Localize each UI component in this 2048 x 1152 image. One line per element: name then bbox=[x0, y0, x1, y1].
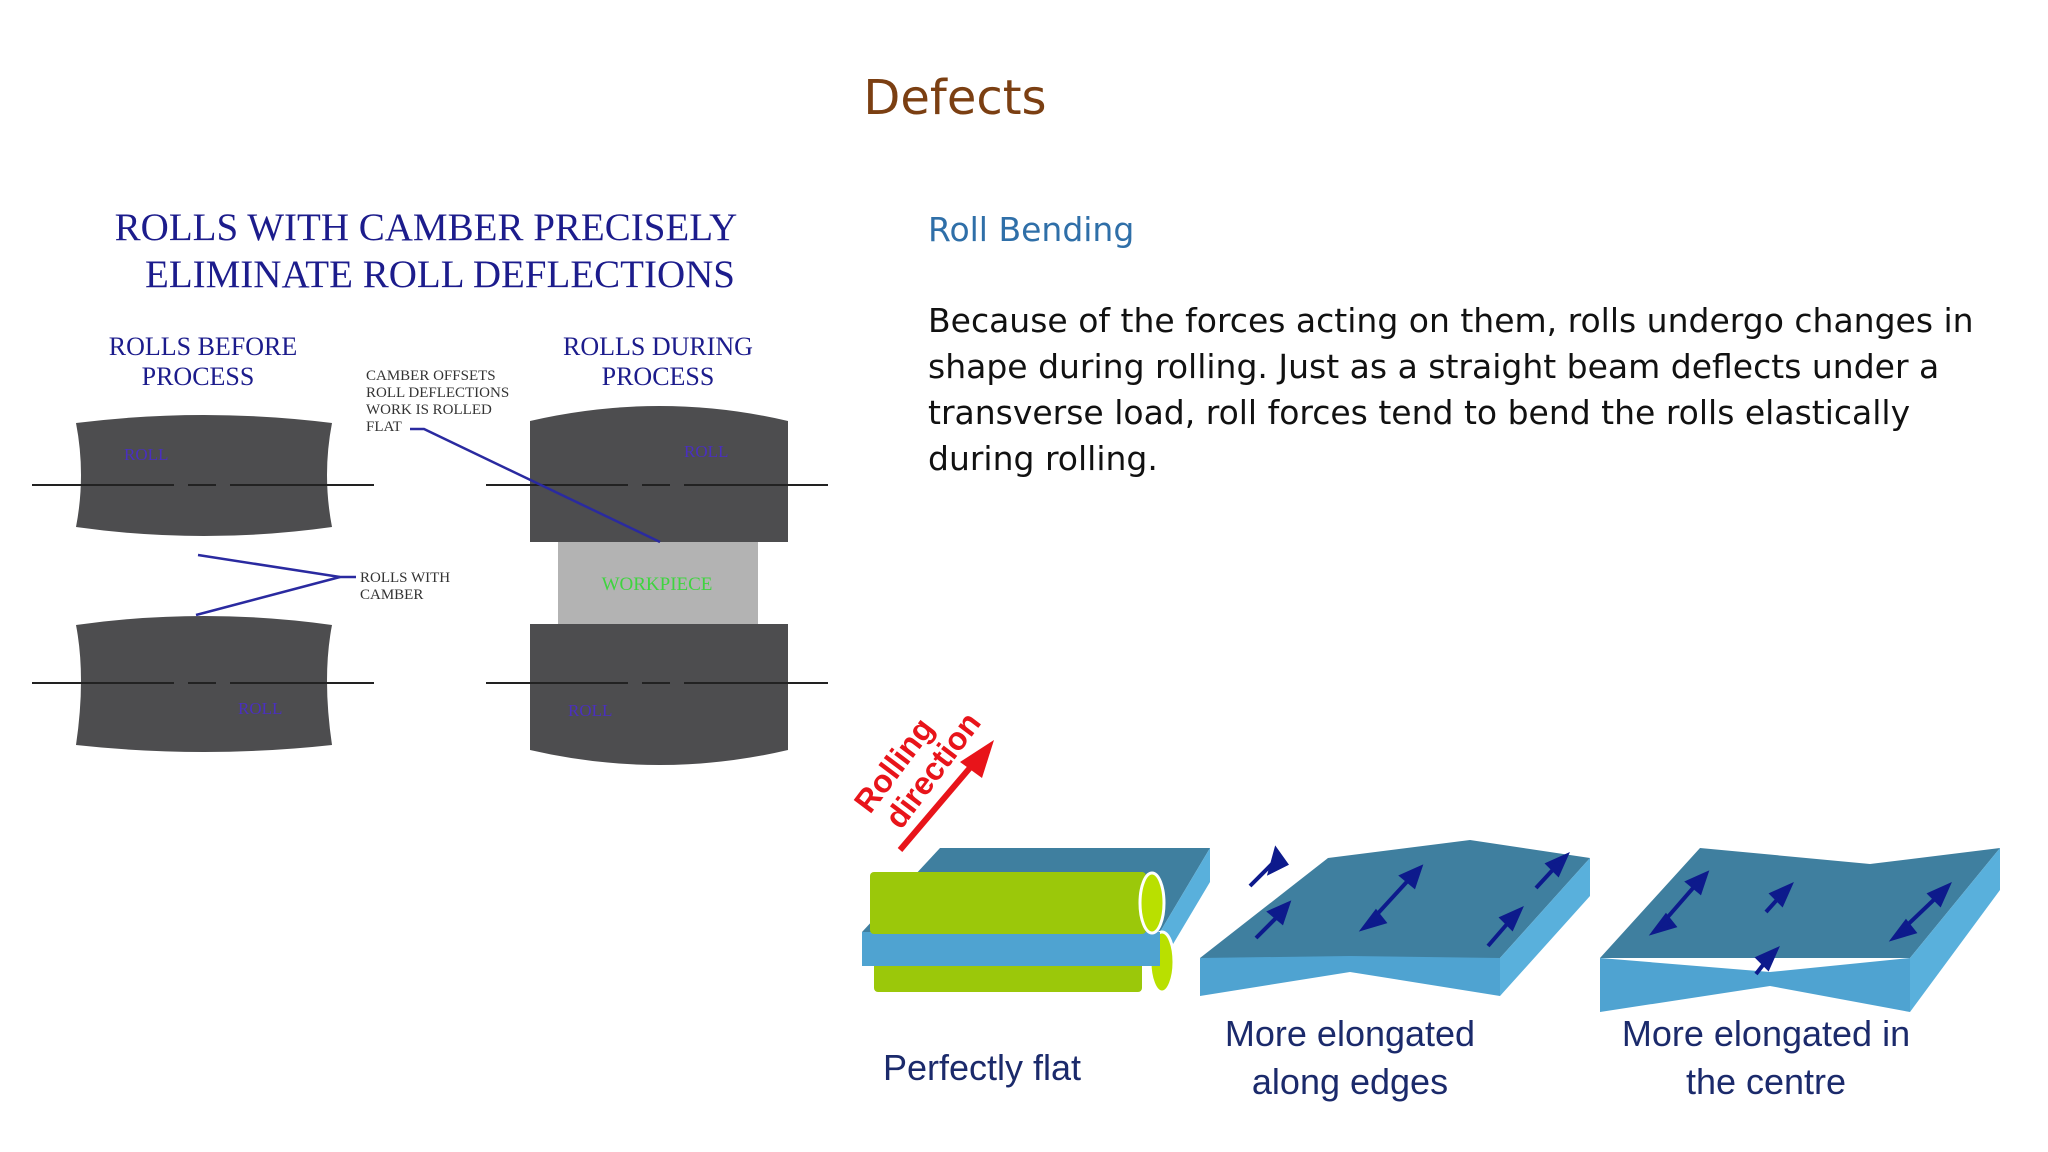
right-top-roll bbox=[530, 406, 788, 542]
caption-centre-line2: the centre bbox=[1686, 1061, 1846, 1102]
edges-sheet-front bbox=[1200, 956, 1500, 996]
workpiece-label: WORKPIECE bbox=[602, 574, 713, 595]
edges-strain-arrows-icon bbox=[1248, 845, 1570, 948]
callout-camber-line3: WORK IS ROLLED bbox=[366, 402, 492, 418]
rolls-before-label-line1: ROLLS BEFORE bbox=[109, 332, 298, 361]
rolls-during-label-line1: ROLLS DURING bbox=[563, 332, 753, 361]
rolls-during-label-line2: PROCESS bbox=[602, 362, 715, 391]
rolls-before-label-line2: PROCESS bbox=[142, 362, 255, 391]
upper-roller bbox=[870, 872, 1146, 934]
centre-sheet-side bbox=[1910, 848, 2000, 1012]
workpiece bbox=[558, 542, 758, 624]
centre-sheet-front bbox=[1600, 958, 1910, 1012]
left-top-roll bbox=[76, 415, 332, 536]
flat-sheet-side bbox=[1160, 848, 1210, 966]
callout-camber-line2: ROLL DEFLECTIONS bbox=[366, 385, 509, 401]
caption-perfectly-flat: Perfectly flat bbox=[883, 1047, 1081, 1088]
right-bottom-roll bbox=[530, 624, 788, 765]
right-top-roll-label: ROLL bbox=[684, 442, 728, 461]
upper-roller-end bbox=[1138, 871, 1166, 935]
slide-title: Defects bbox=[863, 70, 1047, 126]
rolling-direction-arrowhead-icon bbox=[960, 740, 994, 778]
section-subheading: Roll Bending bbox=[928, 210, 1135, 249]
roll-centre-lines bbox=[32, 484, 828, 684]
right-bottom-roll-label: ROLL bbox=[568, 701, 612, 720]
flat-sheet-front bbox=[862, 932, 1160, 966]
caption-centre-line1: More elongated in bbox=[1622, 1013, 1910, 1054]
centre-strain-arrows-icon bbox=[1648, 870, 1952, 976]
caption-edges-line2: along edges bbox=[1252, 1061, 1448, 1102]
camber-diagram: ROLLS WITH CAMBER PRECISELY ELIMINATE RO… bbox=[32, 206, 828, 765]
camber-heading-line1: ROLLS WITH CAMBER PRECISELY bbox=[115, 206, 738, 249]
callout-camber-line1: CAMBER OFFSETS bbox=[366, 368, 496, 384]
edges-sheet-top bbox=[1200, 840, 1590, 958]
camber-heading-line2: ELIMINATE ROLL DEFLECTIONS bbox=[145, 253, 735, 296]
callout-rolls-line1: ROLLS WITH bbox=[360, 570, 450, 586]
callout-rolls-line2: CAMBER bbox=[360, 587, 423, 603]
flatness-diagram: Rolling direction Perfectly flat More el… bbox=[847, 705, 2000, 1102]
left-top-roll-label: ROLL bbox=[124, 445, 168, 464]
left-bottom-roll-label: ROLL bbox=[238, 699, 282, 718]
callout-camber-line4: FLAT bbox=[366, 419, 402, 435]
callout-lines bbox=[195, 427, 661, 617]
caption-edges-line1: More elongated bbox=[1225, 1013, 1475, 1054]
edges-sheet-side bbox=[1500, 858, 1590, 996]
rolling-direction-arrow bbox=[897, 754, 983, 852]
section-paragraph: Because of the forces acting on them, ro… bbox=[928, 301, 1974, 478]
